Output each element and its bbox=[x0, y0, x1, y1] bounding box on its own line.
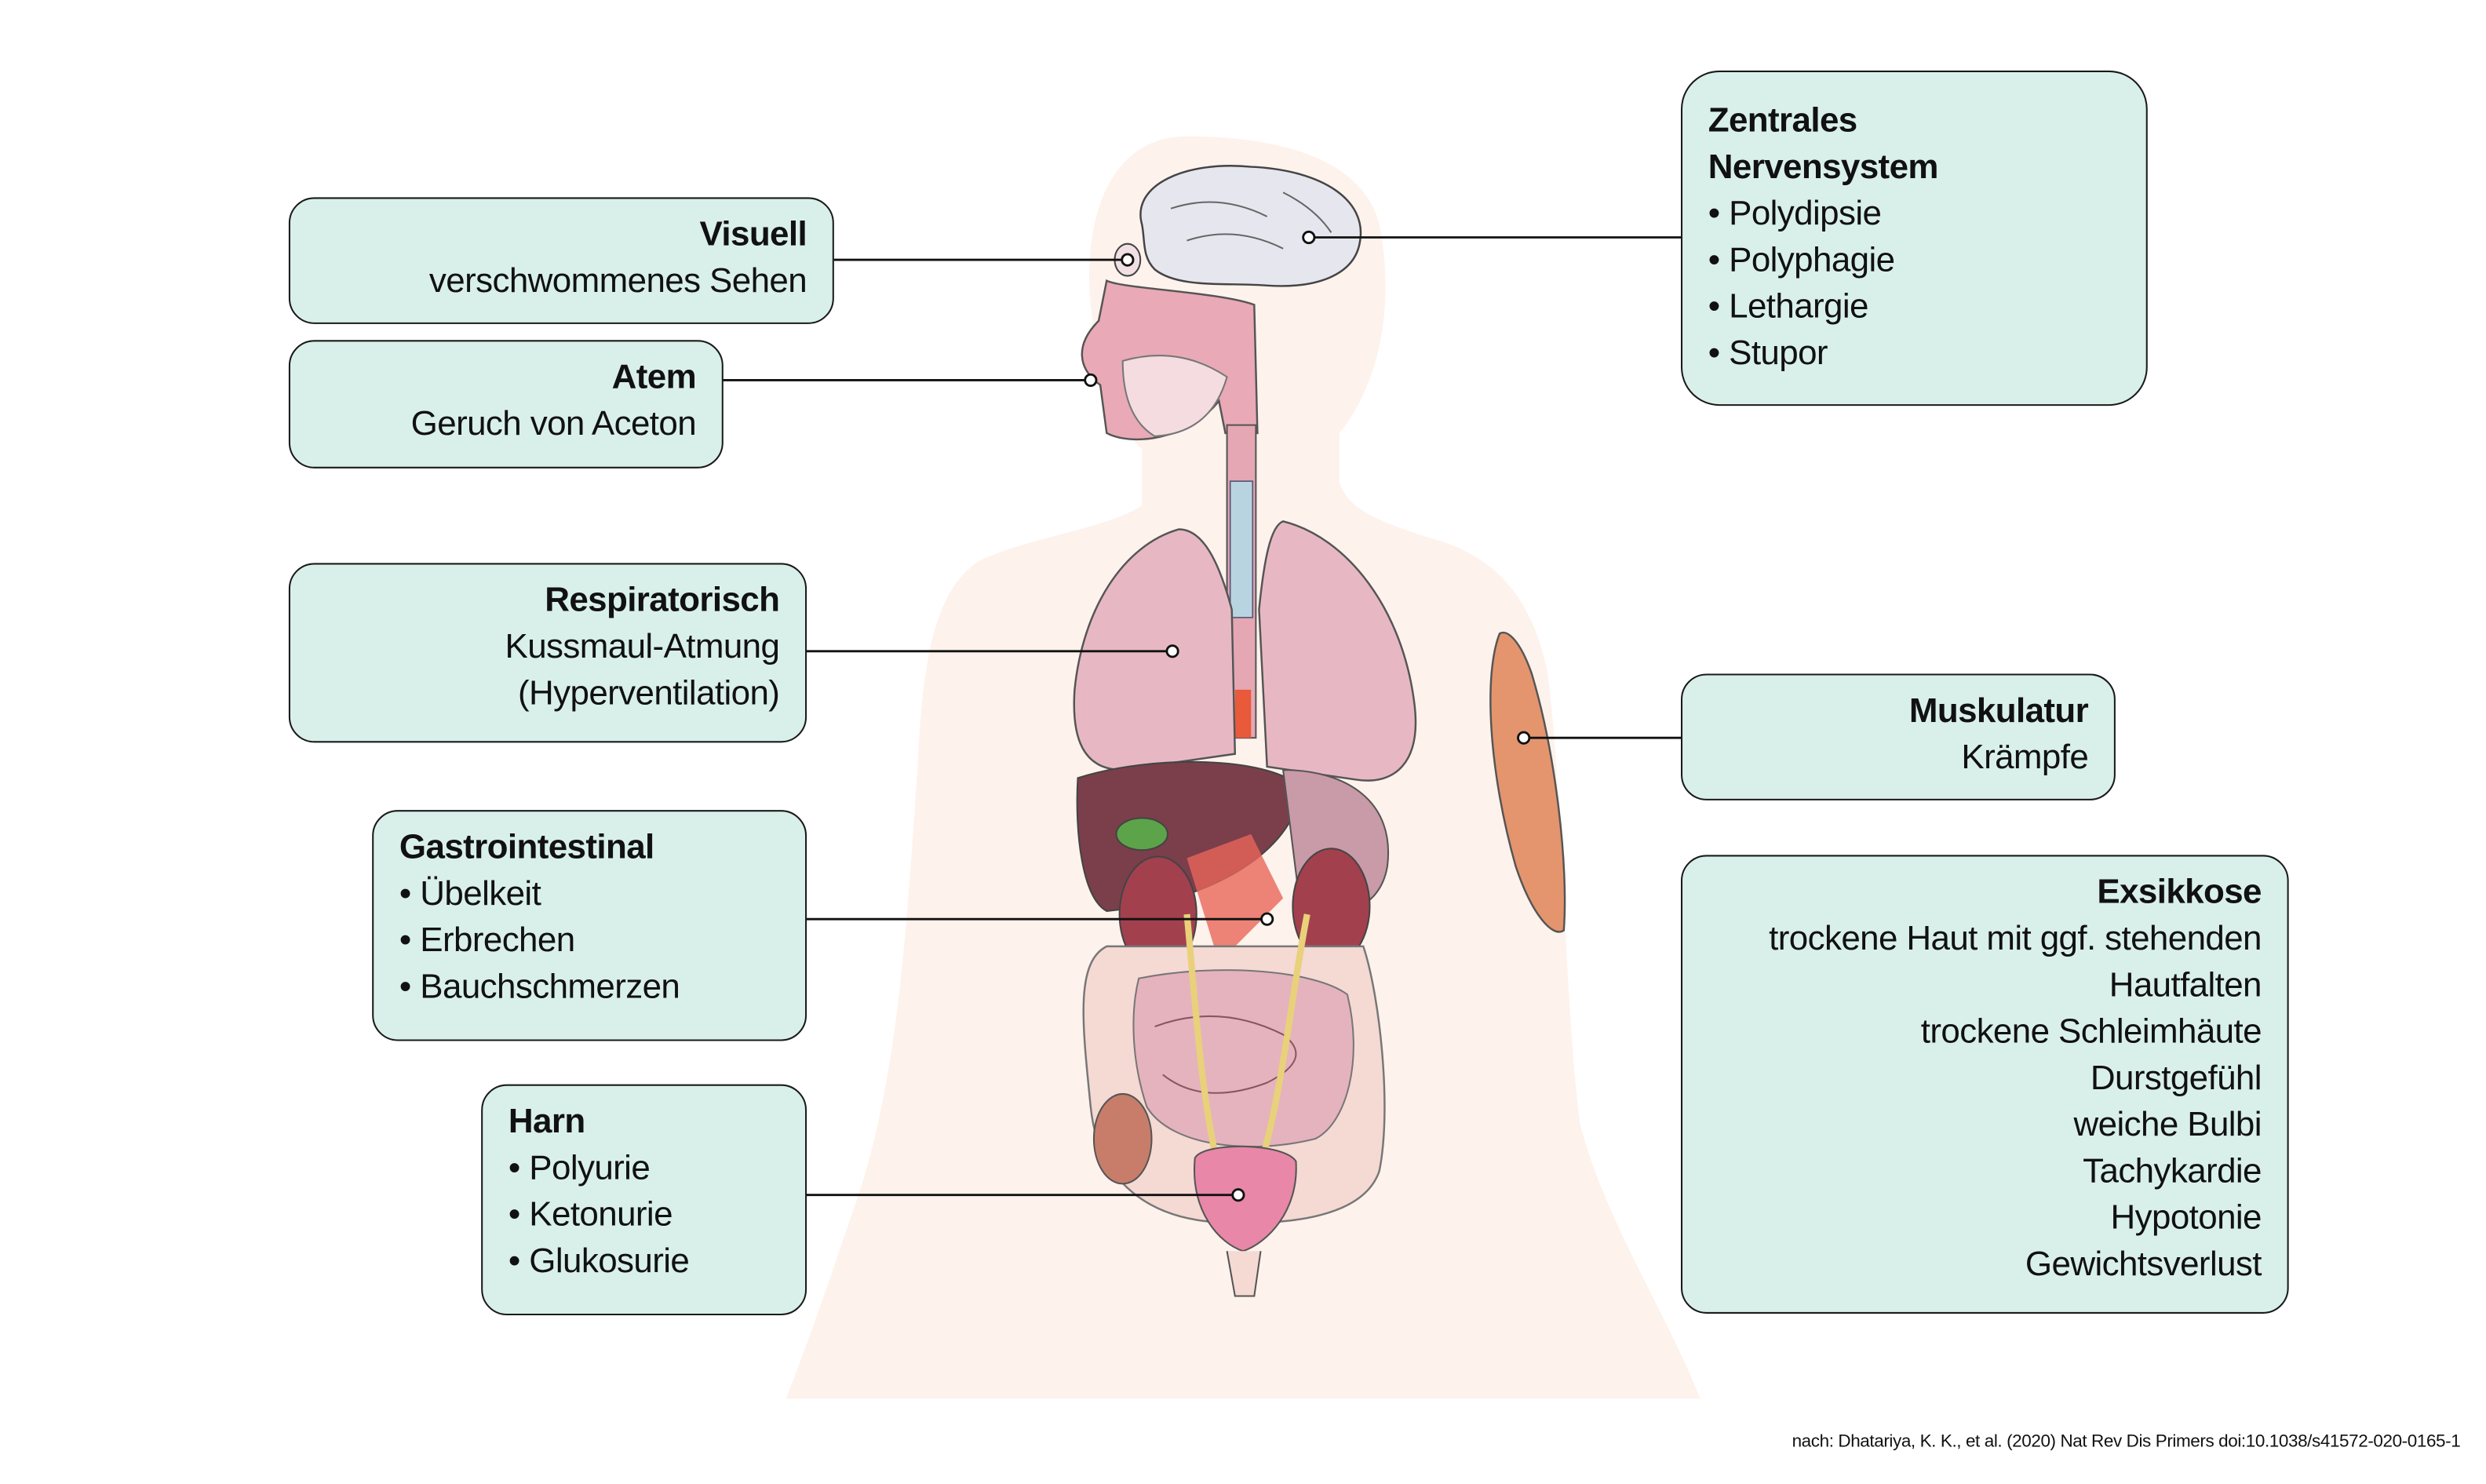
lung-right bbox=[1258, 520, 1417, 782]
respiratory-symptoms-box: Respiratorisch Kussmaul-Atmung (Hyperven… bbox=[288, 563, 807, 743]
box-title: Exsikkose bbox=[2097, 872, 2262, 911]
visual-symptoms-box: Visuell verschwommenes Sehen bbox=[288, 197, 834, 324]
box-title: Atem bbox=[611, 357, 697, 396]
box-title: Gastrointestinal bbox=[399, 827, 654, 866]
box-line: trockene Haut mit ggf. stehenden bbox=[1769, 919, 2262, 958]
box-item: Stupor bbox=[1708, 330, 2120, 377]
box-line: Gewichtsverlust bbox=[2025, 1245, 2262, 1284]
citation: nach: Dhatariya, K. K., et al. (2020) Na… bbox=[1792, 1432, 2461, 1452]
bladder bbox=[1194, 1145, 1297, 1252]
urine-symptoms-box: Harn PolyurieKetonurieGlukosurie bbox=[481, 1084, 807, 1315]
box-line: (Hyperventilation) bbox=[517, 673, 780, 713]
box-line: Hautfalten bbox=[2109, 965, 2262, 1005]
box-item: Erbrechen bbox=[399, 917, 779, 964]
box-line: Tachykardie bbox=[2083, 1151, 2262, 1190]
box-item: Polyphagie bbox=[1708, 237, 2120, 283]
small-intestine bbox=[1132, 969, 1354, 1148]
box-item: Bauchschmerzen bbox=[399, 964, 779, 1010]
breath-symptoms-box: Atem Geruch von Aceton bbox=[288, 340, 724, 469]
box-line: verschwommenes Sehen bbox=[428, 261, 807, 301]
box-line: trockene Schleimhäute bbox=[1920, 1012, 2262, 1051]
box-item: Polydipsie bbox=[1708, 191, 2120, 237]
box-item: Polyurie bbox=[508, 1145, 779, 1191]
gastrointestinal-symptoms-box: Gastrointestinal ÜbelkeitErbrechenBauchs… bbox=[372, 810, 807, 1041]
box-title: Visuell bbox=[699, 214, 807, 253]
cns-symptoms-box: Zentrales Nervensystem PolydipsiePolypha… bbox=[1681, 70, 2148, 407]
box-line: Hypotonie bbox=[2110, 1198, 2262, 1237]
brain bbox=[1139, 165, 1362, 287]
box-line: weiche Bulbi bbox=[2073, 1105, 2262, 1144]
muscle-symptoms-box: Muskulatur Krämpfe bbox=[1681, 673, 2116, 800]
box-line: Kussmaul-Atmung bbox=[505, 627, 780, 666]
lung-left bbox=[1073, 528, 1237, 771]
dehydration-symptoms-box: Exsikkose trockene Haut mit ggf. stehend… bbox=[1681, 855, 2289, 1314]
box-line: Krämpfe bbox=[1961, 738, 2089, 777]
muscle bbox=[1489, 631, 1566, 933]
box-line: Durstgefühl bbox=[2090, 1058, 2262, 1098]
box-title-line1: Zentrales bbox=[1708, 100, 1858, 140]
box-item: Glukosurie bbox=[508, 1238, 779, 1285]
box-title: Harn bbox=[508, 1102, 585, 1141]
gallbladder bbox=[1115, 817, 1168, 851]
box-title: Muskulatur bbox=[1908, 691, 2089, 730]
box-title: Respiratorisch bbox=[545, 580, 780, 619]
box-line: Geruch von Aceton bbox=[410, 404, 697, 443]
box-item: Lethargie bbox=[1708, 284, 2120, 330]
box-item: Ketonurie bbox=[508, 1192, 779, 1238]
box-item: Übelkeit bbox=[399, 871, 779, 917]
box-title-line2: Nervensystem bbox=[1708, 148, 1939, 187]
